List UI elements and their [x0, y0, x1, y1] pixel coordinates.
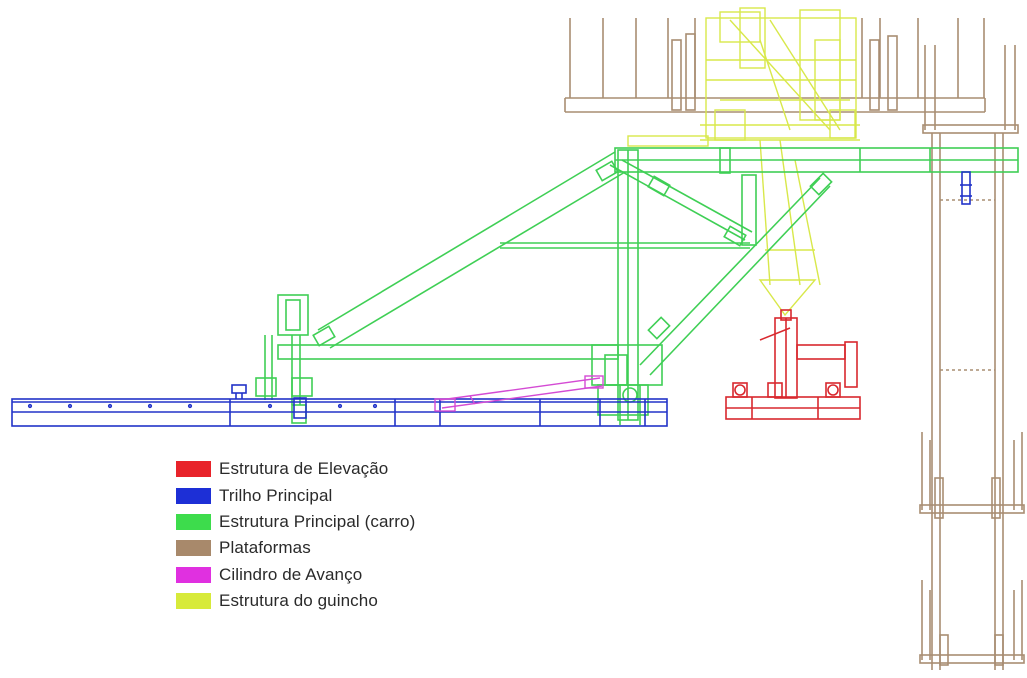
legend: Estrutura de Elevação Trilho Principal E… [176, 456, 415, 614]
legend-item-cilindro-avanco: Cilindro de Avanço [176, 562, 415, 588]
platform-structures [564, 18, 1025, 670]
legend-item-estrutura-principal: Estrutura Principal (carro) [176, 509, 415, 535]
legend-label: Estrutura Principal (carro) [219, 511, 416, 531]
main-rail [11, 171, 972, 427]
legend-label: Trilho Principal [219, 485, 333, 505]
legend-item-plataformas: Plataformas [176, 535, 415, 561]
legend-item-estrutura-elevacao: Estrutura de Elevação [176, 456, 415, 482]
legend-swatch [176, 461, 211, 478]
legend-item-estrutura-guincho: Estrutura do guincho [176, 588, 415, 614]
legend-swatch [176, 566, 211, 583]
legend-label: Estrutura de Elevação [219, 459, 389, 479]
legend-label: Plataformas [219, 538, 311, 558]
legend-label: Cilindro de Avanço [219, 564, 363, 584]
legend-label: Estrutura do guincho [219, 591, 378, 611]
legend-swatch [176, 593, 211, 610]
elevation-structure [725, 309, 861, 420]
legend-swatch [176, 487, 211, 504]
legend-swatch [176, 513, 211, 530]
winch-structure [627, 7, 860, 317]
main-structure-carriage [255, 147, 1019, 425]
advance-cylinder [434, 375, 604, 412]
legend-swatch [176, 540, 211, 557]
legend-item-trilho-principal: Trilho Principal [176, 482, 415, 508]
